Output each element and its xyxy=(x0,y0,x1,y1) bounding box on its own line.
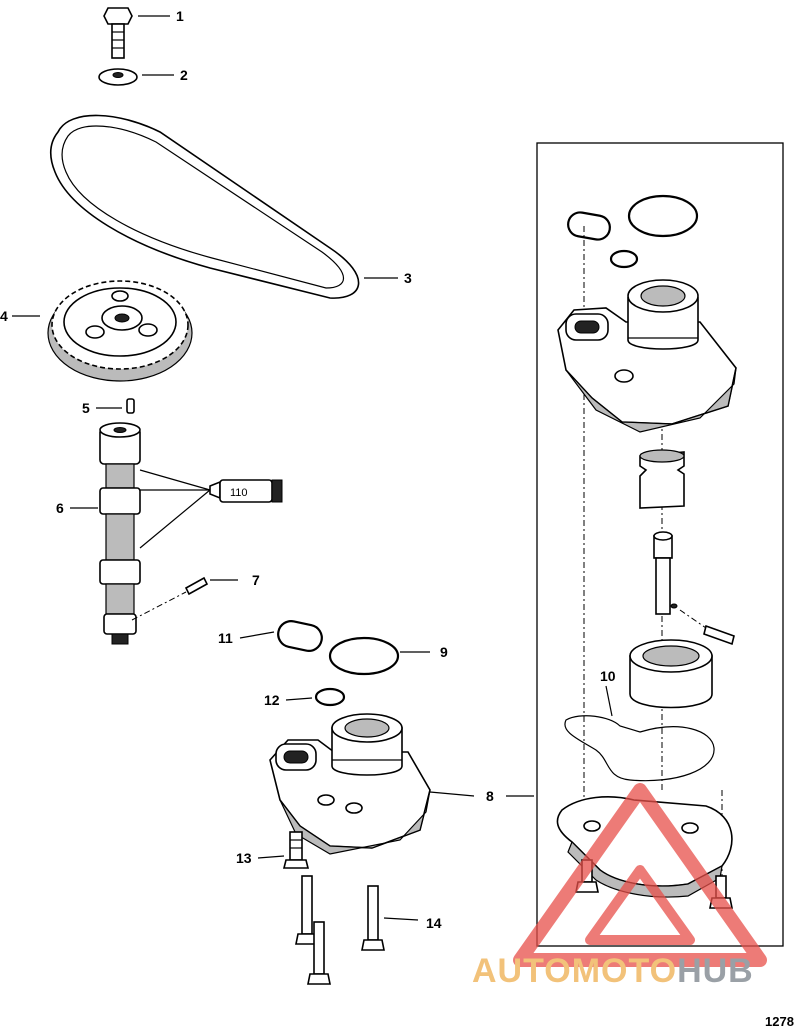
o-ring-part-9 xyxy=(328,636,400,676)
label-9: 9 xyxy=(440,644,448,660)
camshaft-part-6 xyxy=(99,422,141,645)
inset-frame xyxy=(536,142,784,947)
inset-pump-housing xyxy=(557,279,737,433)
sealant-code: 110 xyxy=(230,487,248,499)
label-8: 8 xyxy=(486,788,494,804)
brand-part-2: HUB xyxy=(677,952,754,990)
sealant-tube-icon xyxy=(139,469,283,549)
gasket-part-10 xyxy=(564,715,715,782)
inset-o-ring-small xyxy=(609,249,639,269)
brand-part-1: AUTOMOTO xyxy=(472,952,678,990)
screw-part-13 xyxy=(282,831,310,869)
label-7: 7 xyxy=(252,572,260,588)
bolt-part-1 xyxy=(103,7,133,59)
label-11: 11 xyxy=(218,630,233,646)
label-1: 1 xyxy=(176,8,184,24)
timing-belt-part-3 xyxy=(49,114,360,299)
label-3: 3 xyxy=(404,270,412,286)
inset-roll-pin xyxy=(703,624,735,646)
label-5: 5 xyxy=(82,400,90,416)
o-ring-part-12 xyxy=(314,687,346,707)
oil-pump-part-8 xyxy=(269,713,431,855)
o-ring-part-11 xyxy=(277,620,323,652)
roll-pin-part-7 xyxy=(184,576,209,596)
inset-outer-rotor xyxy=(629,639,713,709)
watermark-logo-icon xyxy=(513,783,767,967)
label-10: 10 xyxy=(600,668,616,684)
inset-o-ring-oval xyxy=(567,211,611,241)
bolts-part-14 xyxy=(295,875,385,985)
inset-drive-shaft xyxy=(653,531,678,615)
dowel-pin-part-5 xyxy=(126,398,135,414)
washer-part-2 xyxy=(98,68,138,86)
inset-o-ring-large xyxy=(627,194,699,238)
label-4: 4 xyxy=(0,308,8,324)
camshaft-sprocket-part-4 xyxy=(47,280,193,382)
brand-watermark: AUTOMOTOHUB xyxy=(472,952,754,991)
label-2: 2 xyxy=(180,67,188,83)
label-12: 12 xyxy=(264,692,280,708)
label-14: 14 xyxy=(426,915,442,931)
label-13: 13 xyxy=(236,850,252,866)
figure-number: 1278 xyxy=(765,1014,794,1029)
inset-inner-rotor xyxy=(639,449,685,509)
label-6: 6 xyxy=(56,500,64,516)
